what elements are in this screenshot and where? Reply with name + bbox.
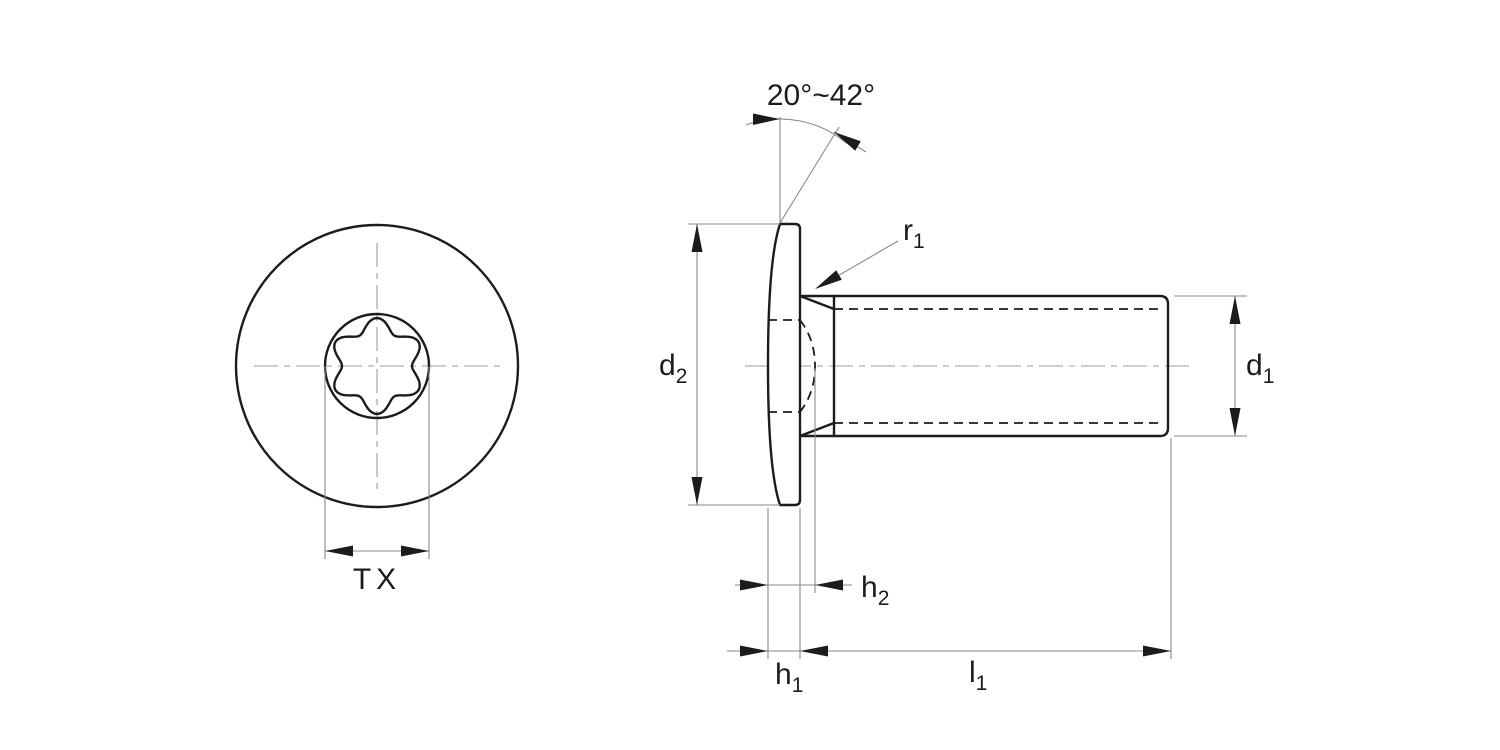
angle-dimension: 20°~42° — [745, 79, 875, 224]
h1-label: h1 — [775, 658, 803, 697]
d2-arrow-bottom — [691, 477, 703, 505]
angle-label: 20°~42° — [767, 79, 875, 112]
d1-label: d1 — [1246, 349, 1274, 388]
tx-dimension: TX — [324, 366, 430, 596]
angle-arrow-left — [753, 113, 780, 125]
d2-arrow-top — [691, 224, 703, 252]
d2-dimension: d2 — [659, 223, 780, 506]
h2-arrow-left — [740, 579, 768, 591]
side-view — [745, 222, 1192, 507]
head-profile — [766, 222, 802, 507]
h2-dimension: h2 — [735, 368, 889, 659]
angle-flank-line — [779, 126, 840, 224]
h1-arrow-left — [740, 645, 768, 657]
r1-dimension: r1 — [815, 214, 925, 289]
hexalobular-recess-profile — [333, 316, 421, 416]
recess-hidden-cone — [799, 319, 816, 413]
l1-label: l1 — [969, 656, 987, 695]
tx-arrow-right — [401, 545, 429, 557]
h1-l1-dimension: h1 l1 — [727, 438, 1172, 697]
d1-dimension: d1 — [1174, 295, 1274, 437]
tx-arrow-left — [325, 545, 353, 557]
tx-label: TX — [353, 563, 401, 596]
r1-label: r1 — [903, 214, 925, 253]
thread-runout-top — [798, 294, 836, 311]
d1-arrow-bottom — [1229, 408, 1241, 436]
angle-arrow-right — [834, 132, 861, 151]
front-view — [234, 223, 520, 509]
thread-runout-bottom — [798, 421, 836, 438]
h2-label: h2 — [861, 571, 889, 610]
h2-arrow-right — [815, 579, 843, 591]
d1-arrow-top — [1229, 296, 1241, 324]
r1-arrow — [815, 270, 842, 289]
l1-arrow-right — [1143, 645, 1171, 657]
head-outer-circle — [234, 223, 520, 509]
shank-outline — [798, 294, 1170, 438]
d2-label: d2 — [659, 349, 687, 388]
l1-arrow-left — [800, 645, 828, 657]
